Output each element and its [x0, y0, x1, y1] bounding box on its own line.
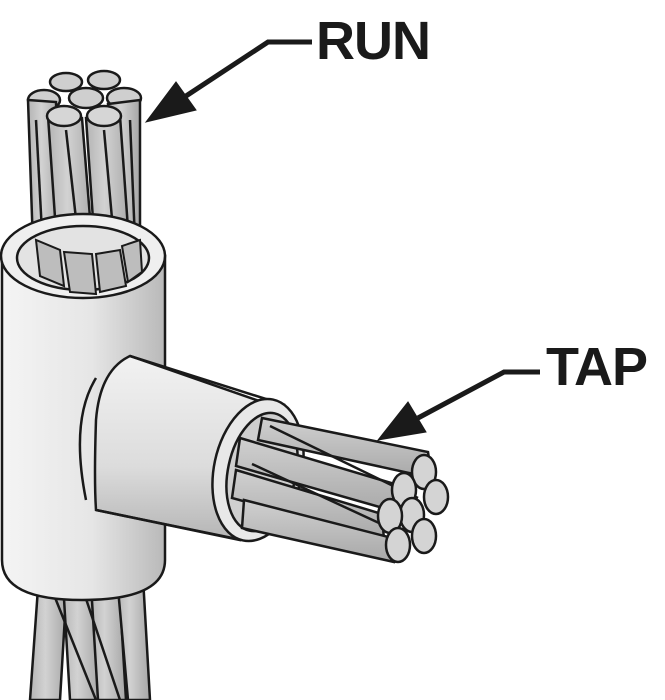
tap-conductor [230, 416, 450, 564]
run-conductor-entry [34, 238, 144, 296]
run-leader-arrow [144, 39, 312, 123]
run-label: RUN [316, 11, 431, 71]
tap-leader-arrow [376, 369, 540, 441]
tap-label: TAP [546, 337, 648, 397]
